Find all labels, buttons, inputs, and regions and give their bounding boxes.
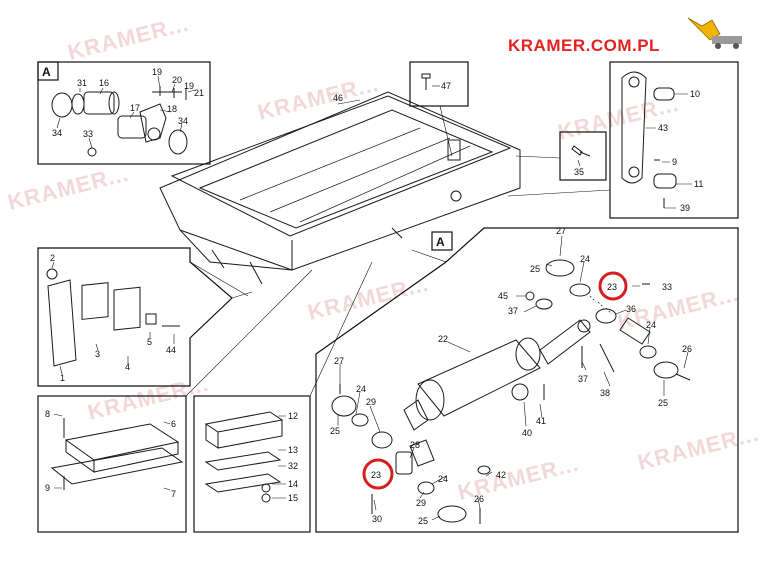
label-38: 38 <box>600 388 610 398</box>
watermark: KRAMER... <box>5 161 131 215</box>
label-37: 37 <box>578 374 588 384</box>
label-6: 6 <box>171 419 176 429</box>
detail-panel-47: 47 <box>409 61 469 157</box>
label-43: 43 <box>658 123 668 133</box>
label-24: 24 <box>356 384 366 394</box>
label-3: 3 <box>95 349 100 359</box>
label-24: 24 <box>580 254 590 264</box>
label-24: 24 <box>438 474 448 484</box>
label-21: 21 <box>194 88 204 98</box>
label-29: 29 <box>366 397 376 407</box>
label-27: 27 <box>334 356 344 366</box>
label-30: 30 <box>372 514 382 524</box>
label-12: 12 <box>288 411 298 421</box>
label-18: 18 <box>167 104 177 114</box>
detail-panel-pad: 8 6 9 7 <box>37 395 187 533</box>
label-24: 24 <box>646 320 656 330</box>
label-2: 2 <box>50 253 55 263</box>
watermark: KRAMER... <box>255 71 381 125</box>
label-19: 19 <box>184 81 194 91</box>
detail-panel-hinge: 2 3 4 5 44 1 <box>37 247 233 387</box>
label-27: 27 <box>556 226 566 236</box>
label-46: 46 <box>333 93 343 103</box>
dump-body-assembly: 46 A <box>159 91 521 285</box>
label-23: 23 <box>371 470 381 480</box>
detail-panel-cylinder: 22 27 25 24 23 33 45 37 36 24 26 37 38 2… <box>315 226 739 533</box>
label-34: 34 <box>52 128 62 138</box>
label-15: 15 <box>288 493 298 503</box>
label-20: 20 <box>172 75 182 85</box>
label-1: 1 <box>60 373 65 383</box>
label-44: 44 <box>166 345 176 355</box>
label-29: 29 <box>416 498 426 508</box>
label-34: 34 <box>178 116 188 126</box>
detail-panel-a: A 31 16 17 19 20 19 21 18 34 33 34 <box>37 61 211 165</box>
label-9: 9 <box>45 483 50 493</box>
label-40: 40 <box>522 428 532 438</box>
label-8: 8 <box>45 409 50 419</box>
label-4: 4 <box>125 362 130 372</box>
watermark-layer: KRAMER... KRAMER... KRAMER... KRAMER... … <box>5 11 761 505</box>
label-25: 25 <box>658 398 668 408</box>
label-39: 39 <box>680 203 690 213</box>
watermark: KRAMER... <box>85 371 211 425</box>
label-10: 10 <box>690 89 700 99</box>
label-36: 36 <box>626 304 636 314</box>
label-14: 14 <box>288 479 298 489</box>
brand-text: KRAMER.COM.PL <box>508 36 660 55</box>
label-7: 7 <box>171 489 176 499</box>
detail-panel-wear: 12 13 32 14 15 <box>193 395 311 533</box>
label-26: 26 <box>474 494 484 504</box>
label-47: 47 <box>441 81 451 91</box>
label-37: 37 <box>508 306 518 316</box>
highlight-part-23 <box>362 458 394 490</box>
label-22: 22 <box>438 334 448 344</box>
label-25: 25 <box>418 516 428 526</box>
label-33: 33 <box>662 282 672 292</box>
label-35: 35 <box>574 167 584 177</box>
label-9: 9 <box>672 157 677 167</box>
label-13: 13 <box>288 445 298 455</box>
label-41: 41 <box>536 416 546 426</box>
label-16: 16 <box>99 78 109 88</box>
label-23: 23 <box>607 282 617 292</box>
detail-panel-35: 35 <box>515 131 607 181</box>
label-32: 32 <box>288 461 298 471</box>
label-42: 42 <box>496 470 506 480</box>
label-26: 26 <box>682 344 692 354</box>
watermark: KRAMER... <box>555 91 681 145</box>
label-31: 31 <box>77 78 87 88</box>
label-45: 45 <box>498 291 508 301</box>
label-25: 25 <box>330 426 340 436</box>
main-panel-tag: A <box>436 235 445 249</box>
watermark: KRAMER... <box>635 421 761 475</box>
highlight-part-23 <box>598 271 628 301</box>
label-28: 28 <box>410 440 420 450</box>
label-33: 33 <box>83 129 93 139</box>
label-11: 11 <box>694 179 703 189</box>
detail-panel-link: 10 43 9 11 39 <box>609 61 739 219</box>
brand-logo-text: KRAMER.COM.PL <box>508 36 660 56</box>
watermark: KRAMER... <box>65 11 191 65</box>
label-17: 17 <box>130 103 140 113</box>
label-5: 5 <box>147 337 152 347</box>
label-25: 25 <box>530 264 540 274</box>
excavator-icon <box>687 17 742 49</box>
panel-a-tag: A <box>42 65 51 79</box>
label-19: 19 <box>152 67 162 77</box>
